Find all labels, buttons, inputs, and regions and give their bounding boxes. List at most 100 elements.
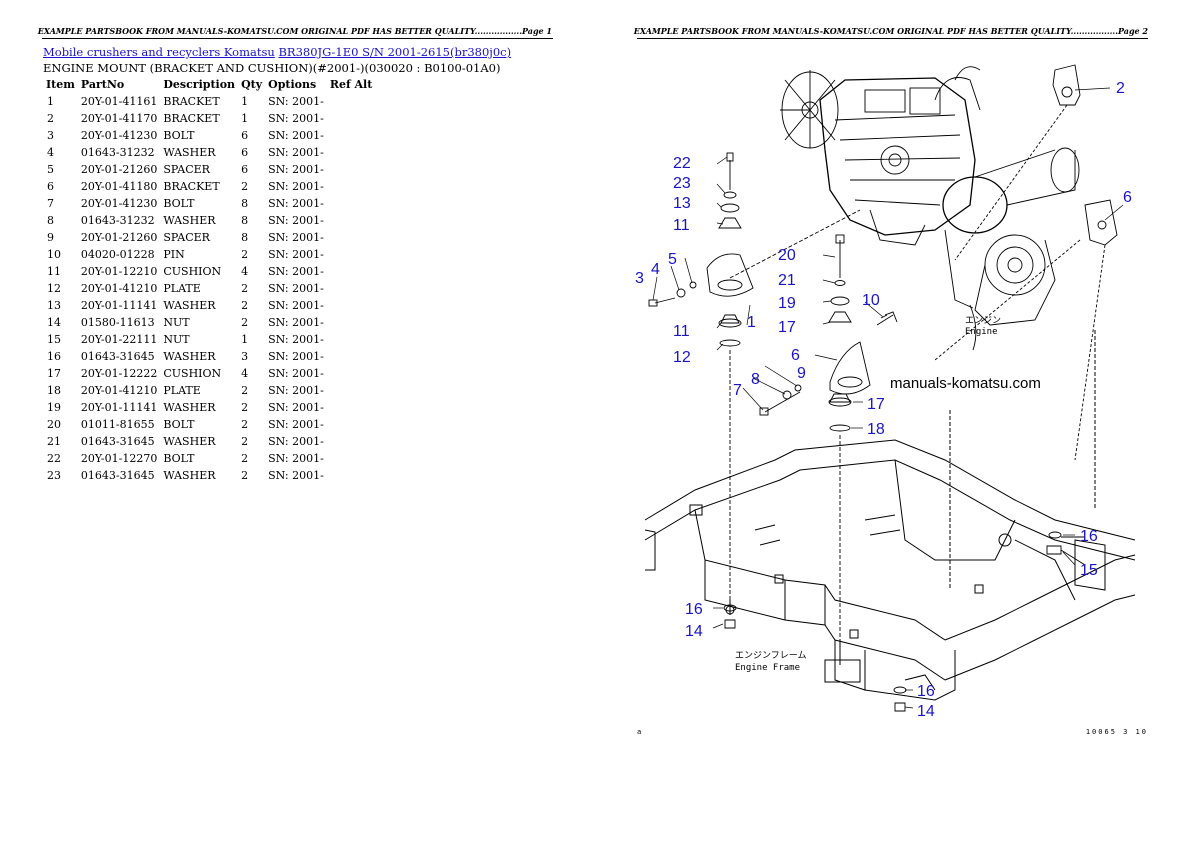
- cell-description: WASHER: [163, 146, 216, 159]
- cell-partno: 20Y-01-41230: [80, 129, 158, 142]
- bracket-2-drawing: [954, 64, 1081, 261]
- engine-frame-drawing: [644, 330, 1136, 701]
- cell-item: 13: [47, 299, 61, 312]
- cell-qty: 2: [241, 452, 249, 465]
- cell-description: CUSHION: [163, 265, 222, 278]
- footer-right: 10065 3 10: [1085, 728, 1148, 736]
- cell-partno: 20Y-01-41210: [80, 282, 158, 295]
- cell-ref-alt: [327, 382, 376, 399]
- cell-ref-alt: [327, 331, 376, 348]
- col-options: Options: [268, 78, 317, 91]
- cell-description: WASHER: [163, 350, 216, 363]
- cell-item: 10: [47, 248, 61, 261]
- cell-qty: 8: [241, 231, 249, 244]
- cell-item: 22: [47, 452, 61, 465]
- cell-ref-alt: [327, 314, 376, 331]
- header-rule: [42, 38, 553, 39]
- cell-qty: 1: [241, 333, 249, 346]
- cell-item: 21: [47, 435, 61, 448]
- section-title: ENGINE MOUNT (BRACKET AND CUSHION)(#2001…: [43, 61, 501, 75]
- cell-item: 1: [47, 95, 54, 108]
- cell-options: SN: 2001-: [268, 384, 324, 397]
- cell-item: 17: [47, 367, 61, 380]
- page-1: EXAMPLE PARTSBOOK FROM MANUALS-KOMATSU.C…: [37, 26, 553, 484]
- cell-description: BOLT: [163, 197, 195, 210]
- cell-partno: 01643-31645: [80, 435, 155, 448]
- cell-item: 14: [47, 316, 61, 329]
- cell-partno: 20Y-01-21260: [80, 231, 158, 244]
- cell-partno: 01580-11613: [80, 316, 155, 329]
- callout-leaders: [652, 87, 1124, 709]
- frame-label-jp: エンジンフレーム: [735, 650, 806, 661]
- callout-3: 3: [635, 270, 644, 287]
- cell-item: 4: [47, 146, 54, 159]
- cell-item: 2: [47, 112, 54, 125]
- callout-9: 9: [797, 365, 806, 382]
- cell-partno: 01643-31232: [80, 214, 155, 227]
- cell-partno: 20Y-01-22111: [80, 333, 158, 346]
- cell-ref-alt: [327, 365, 376, 382]
- callout-14: 14: [917, 703, 935, 720]
- cell-description: WASHER: [163, 299, 216, 312]
- callout-8: 8: [751, 371, 760, 388]
- cell-partno: 01643-31232: [80, 146, 155, 159]
- cell-ref-alt: [327, 178, 376, 195]
- cell-qty: 8: [241, 197, 249, 210]
- cell-ref-alt: [327, 467, 376, 484]
- cell-description: WASHER: [163, 214, 216, 227]
- callout-15: 15: [1080, 562, 1098, 579]
- cell-partno: 20Y-01-12210: [80, 265, 158, 278]
- callout-19: 19: [778, 295, 796, 312]
- cell-ref-alt: [327, 212, 376, 229]
- cell-options: SN: 2001-: [268, 214, 324, 227]
- cell-qty: 3: [241, 350, 249, 363]
- cell-item: 9: [47, 231, 54, 244]
- model-link[interactable]: BR380JG-1E0 S/N 2001-2615(br380j0c): [278, 45, 512, 59]
- callout-23: 23: [673, 175, 691, 192]
- callout-16: 16: [685, 601, 703, 618]
- cell-description: NUT: [163, 333, 190, 346]
- cell-qty: 2: [241, 248, 249, 261]
- cell-options: SN: 2001-: [268, 401, 324, 414]
- header-rule: [637, 38, 1148, 39]
- cell-ref-alt: [327, 280, 376, 297]
- table-row: 9 20Y-01-21260 SPACER 8 SN: 2001-: [43, 229, 375, 246]
- cell-item: 11: [47, 265, 61, 278]
- cell-options: SN: 2001-: [268, 282, 324, 295]
- washer-nut-lower-left: [723, 604, 737, 629]
- cell-partno: 20Y-01-41180: [80, 180, 158, 193]
- cell-options: SN: 2001-: [268, 95, 324, 108]
- page-header: EXAMPLE PARTSBOOK FROM MANUALS-KOMATSU.C…: [37, 26, 552, 36]
- cell-qty: 4: [241, 367, 249, 380]
- page-header: EXAMPLE PARTSBOOK FROM MANUALS-KOMATSU.C…: [633, 26, 1148, 36]
- callout-11: 11: [673, 217, 690, 234]
- cell-item: 8: [47, 214, 54, 227]
- cell-description: SPACER: [163, 231, 210, 244]
- callout-11: 11: [673, 323, 690, 340]
- category-link[interactable]: Mobile crushers and recyclers Komatsu: [43, 45, 275, 59]
- cell-ref-alt: [327, 348, 376, 365]
- cell-ref-alt: [327, 195, 376, 212]
- cell-description: PLATE: [163, 282, 201, 295]
- col-ref-alt: Ref Alt: [329, 78, 373, 91]
- cell-ref-alt: [327, 161, 376, 178]
- cell-item: 15: [47, 333, 61, 346]
- cell-options: SN: 2001-: [268, 231, 324, 244]
- frame-label: Engine Frame: [735, 663, 800, 673]
- cell-description: PLATE: [163, 384, 201, 397]
- cell-item: 20: [47, 418, 61, 431]
- cell-description: NUT: [163, 316, 190, 329]
- cell-options: SN: 2001-: [268, 163, 324, 176]
